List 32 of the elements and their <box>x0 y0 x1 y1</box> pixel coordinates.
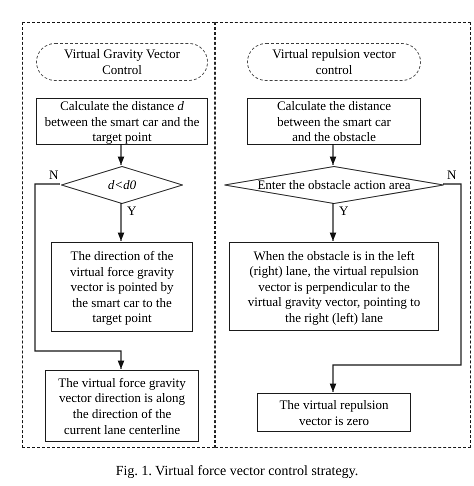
arrow <box>118 144 124 165</box>
decision-diamond <box>61 166 183 204</box>
step-text: The virtual force gravity vector direction is along the direction of the current lane centerline <box>57 374 187 438</box>
condition-text: Enter the obstacle action area <box>257 177 411 193</box>
dashed-panel <box>22 22 215 448</box>
edge-label: N <box>48 168 60 181</box>
step-text: The direction of the virtual force gravity vector is pointed by the smart car to the target point <box>69 248 175 326</box>
edge-label: N <box>446 168 458 181</box>
step-text: Calculate the distance d between the smart car and the target point <box>44 98 200 145</box>
process-box <box>229 242 439 331</box>
arrow <box>330 203 336 241</box>
step-text: Virtual repulsion vector control <box>271 46 397 78</box>
step-text: The virtual repulsion vector is zero <box>278 396 390 428</box>
edge-label: Y <box>126 204 138 217</box>
arrow <box>34 183 124 369</box>
step-text: Virtual Gravity Vector Control <box>63 46 181 78</box>
step-text: When the obstacle is in the left (right) lane, the virtual repulsion vector is perpendicular to the virtual gravity vector, pointing to the right (left) lane <box>246 248 422 326</box>
process-box <box>247 98 421 145</box>
process-box <box>257 393 411 432</box>
condition-text: d<d0 <box>108 177 136 193</box>
arrow <box>330 183 462 392</box>
step-text: Calculate the distance between the smart car and the obstacle <box>276 98 392 145</box>
terminator-shape <box>36 43 208 81</box>
process-box <box>45 370 199 442</box>
decision-diamond <box>224 166 444 204</box>
figure-caption: Fig. 1. Virtual force vector control strategy. <box>114 463 360 481</box>
dashed-panel <box>215 22 471 448</box>
process-box <box>51 242 193 332</box>
arrow <box>118 203 124 241</box>
terminator-shape <box>247 43 421 81</box>
arrow <box>330 144 336 165</box>
edge-label: Y <box>338 204 350 217</box>
